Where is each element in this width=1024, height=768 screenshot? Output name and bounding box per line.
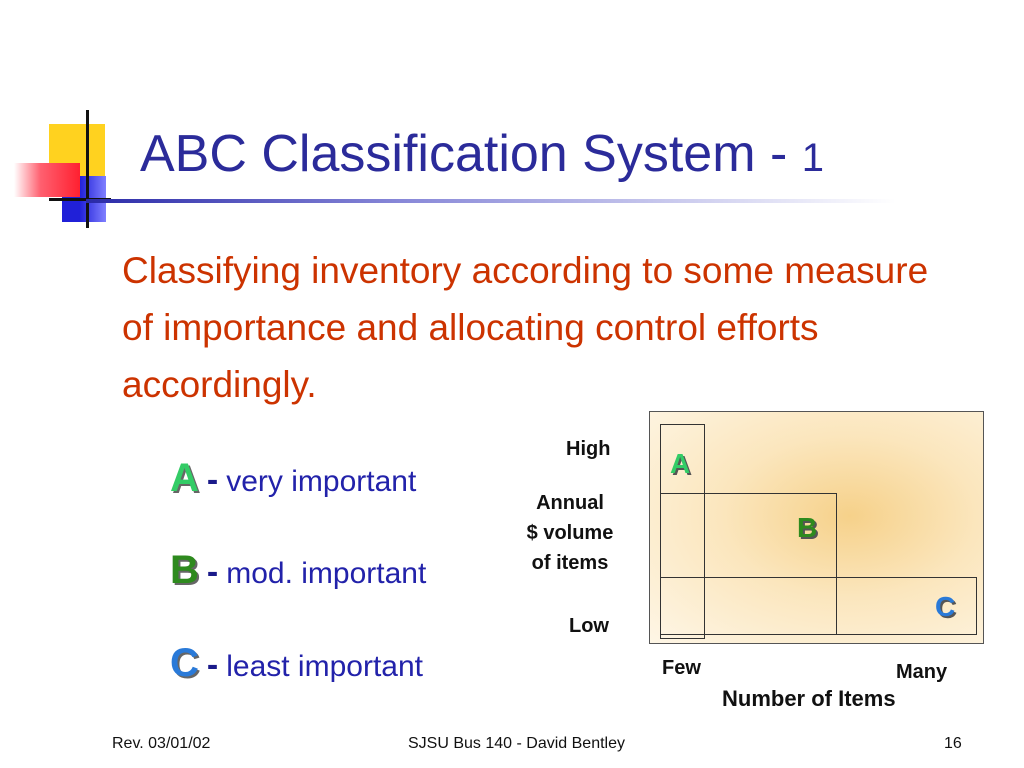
logo-vertical-line: [86, 110, 89, 228]
slide-description: Classifying inventory according to some …: [122, 250, 929, 405]
legend-dash: -: [206, 553, 219, 591]
title-number: 1: [801, 136, 824, 180]
legend-letter-c: C: [170, 641, 199, 685]
x-axis-label: Number of Items: [722, 686, 896, 711]
legend-item-b: B-mod. important: [170, 548, 426, 593]
y-axis-label-text: Annual $ volume of items: [526, 492, 614, 574]
legend-item-c: C-least important: [170, 641, 423, 686]
logo: [0, 0, 160, 240]
title-underline: [86, 199, 986, 203]
logo-horizontal-line: [49, 198, 111, 201]
region-c-label: C: [935, 591, 956, 622]
region-b-label: B: [797, 512, 818, 543]
legend-text-a: very important: [226, 465, 417, 498]
legend-text-b: mod. important: [226, 557, 427, 590]
x-axis-few: Few: [662, 657, 701, 679]
x-axis-many: Many: [896, 661, 948, 683]
footer-page-number: 16: [944, 735, 962, 752]
footer-course: SJSU Bus 140 - David Bentley: [408, 735, 625, 752]
slide-title: ABC Classification System - 1: [140, 124, 824, 184]
title-main: ABC Classification System -: [140, 125, 788, 183]
legend-text-c: least important: [226, 650, 423, 683]
footer-revision: Rev. 03/01/02: [112, 735, 211, 752]
legend-dash: -: [206, 461, 219, 499]
region-a-box: [660, 424, 705, 639]
legend-item-a: A-very important: [170, 456, 416, 501]
y-axis-label: Annual $ volume of items: [505, 488, 635, 578]
y-axis-high: High: [566, 438, 611, 460]
legend-dash: -: [206, 646, 219, 684]
legend-letter-a: A: [170, 456, 199, 500]
legend-letter-b: B: [170, 548, 199, 592]
y-axis-low: Low: [569, 615, 609, 637]
logo-red-square: [14, 163, 80, 197]
region-a-label: A: [670, 448, 691, 479]
